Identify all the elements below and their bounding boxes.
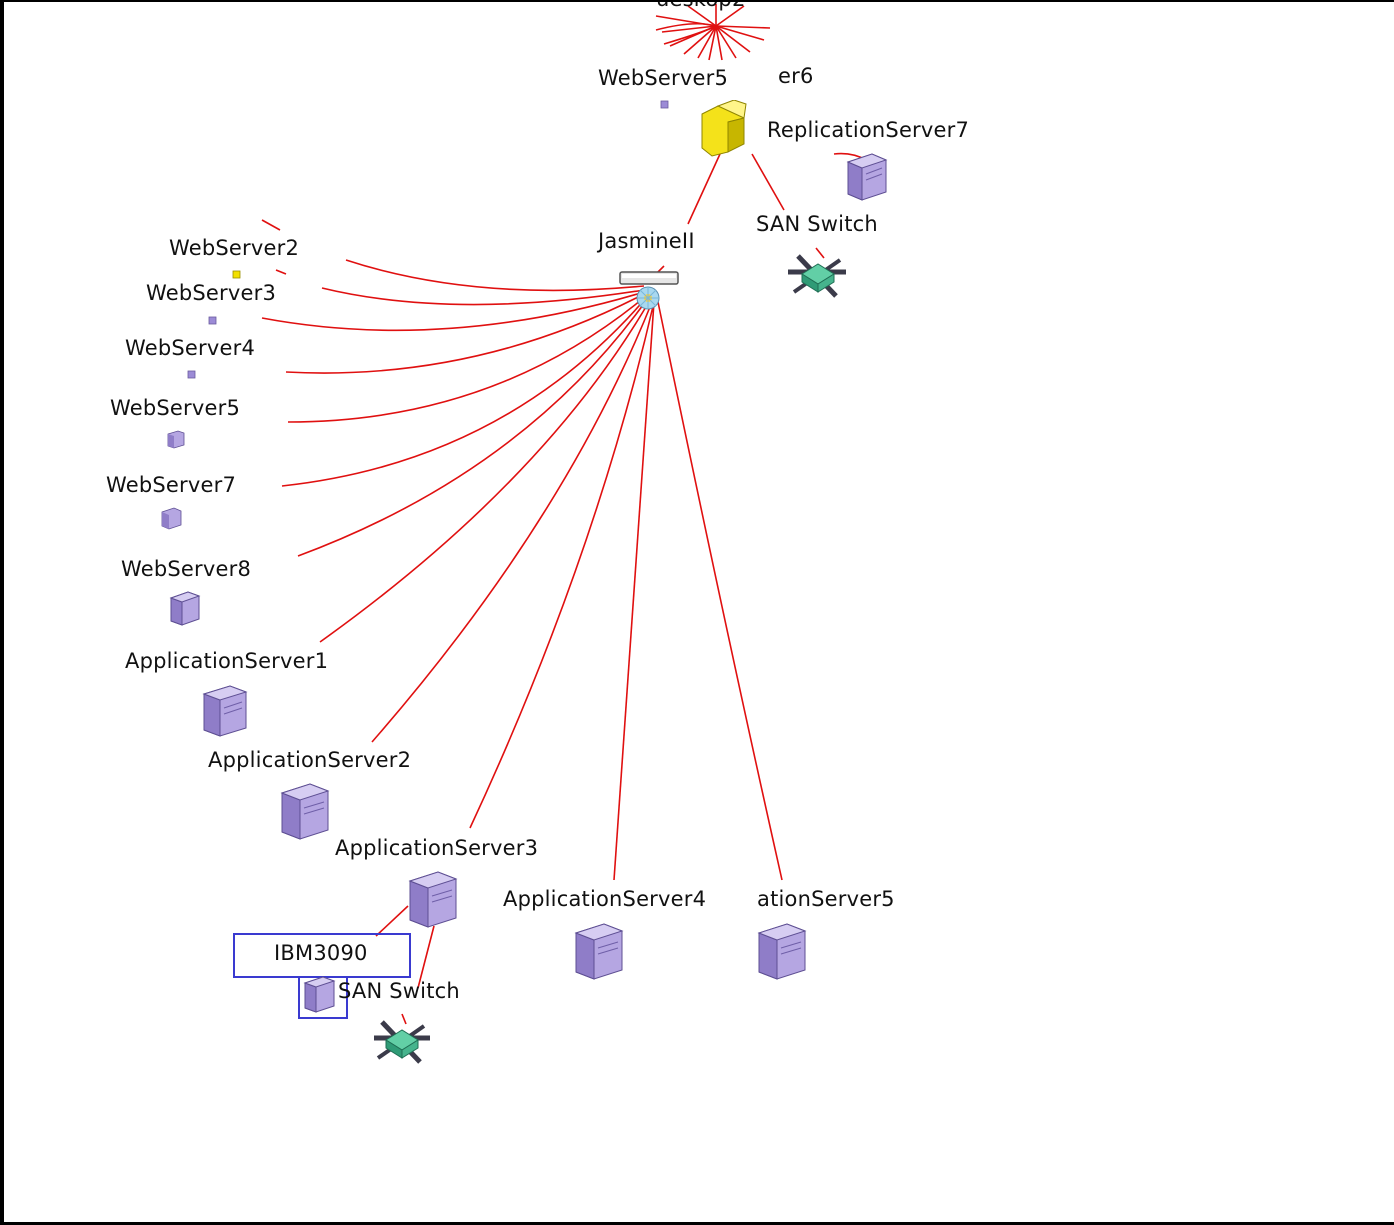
edge-applicationserver6	[657, 301, 783, 881]
webserver5-top-label: WebServer5	[598, 66, 729, 90]
applicationserver4-icon[interactable]	[572, 922, 626, 982]
ibm3090-icon[interactable]	[302, 976, 338, 1014]
edge-webserver5	[285, 293, 645, 374]
webserver4-label: WebServer4	[125, 336, 256, 360]
webserver8-icon[interactable]	[168, 591, 202, 627]
switch-icon-bottom[interactable]	[370, 1018, 434, 1066]
edge-applicationserver2	[319, 299, 651, 643]
edge-appserver3-ibm3090	[375, 905, 409, 937]
applicationserver1-label: ApplicationServer1	[125, 649, 329, 673]
applicationserver3-label: ApplicationServer3	[335, 836, 539, 860]
webserver7-icon[interactable]	[160, 507, 184, 531]
applicationserver2-label: ApplicationServer2	[208, 748, 412, 772]
edge-webserver4	[261, 291, 645, 332]
san-switch-top-label: SAN Switch	[756, 212, 878, 236]
replicationserver7-label: ReplicationServer7	[767, 118, 970, 142]
webserver8-label: WebServer8	[121, 557, 252, 581]
top-edge-burst	[655, 4, 771, 61]
webserver7-label: WebServer7	[106, 473, 237, 497]
router-icon[interactable]	[698, 100, 750, 158]
edge-hub-gateway	[687, 153, 721, 225]
applicationserver2-icon[interactable]	[278, 782, 332, 842]
applicationserver3-icon[interactable]	[406, 870, 460, 930]
edge-applicationserver3	[371, 301, 653, 743]
san-switch-bottom-label: SAN Switch	[338, 979, 460, 1003]
edge-webserver2-stub-b	[275, 269, 287, 275]
edge-webserver3	[321, 287, 645, 306]
applicationserver4-label: ApplicationServer4	[503, 887, 707, 911]
edge-appserver3-san-switch	[417, 925, 435, 989]
server6-label: er6	[778, 64, 814, 88]
webserver3-label: WebServer3	[146, 281, 277, 305]
webserver2-icon[interactable]	[232, 270, 242, 280]
hub-edges	[261, 219, 783, 881]
webserver5-top-icon[interactable]	[660, 100, 670, 110]
hub-label: JasmineII	[598, 229, 695, 253]
edge-webserver7	[287, 295, 647, 423]
webserver2-label: WebServer2	[169, 236, 300, 260]
edge-webserver8	[281, 297, 647, 487]
edge-webserver2	[345, 259, 645, 292]
applicationserver5-icon[interactable]	[755, 922, 809, 982]
top-cluster-label: ueskop2	[656, 2, 746, 10]
webserver3-icon[interactable]	[208, 316, 218, 326]
edge-applicationserver1	[297, 297, 649, 557]
edge-san-switch-top-stub	[815, 247, 825, 259]
edge-gateway-san-switch	[751, 153, 785, 211]
edge-applicationserver5	[613, 301, 655, 881]
edge-san-switch-bottom-stub	[401, 1013, 407, 1025]
webserver5-label: WebServer5	[110, 396, 241, 420]
webserver5-icon[interactable]	[166, 430, 186, 450]
replicationserver7-icon[interactable]	[844, 152, 890, 202]
edge-webserver2-stub-a	[261, 219, 281, 231]
applicationserver5-label: ationServer5	[757, 887, 895, 911]
switch-icon-top[interactable]	[784, 252, 850, 302]
hub-icon[interactable]	[618, 270, 684, 316]
webserver4-icon[interactable]	[187, 370, 197, 380]
ibm3090-label: IBM3090	[274, 941, 368, 965]
edge-applicationserver4	[469, 301, 655, 829]
edge-layer	[261, 4, 867, 1025]
applicationserver1-icon[interactable]	[200, 684, 250, 738]
